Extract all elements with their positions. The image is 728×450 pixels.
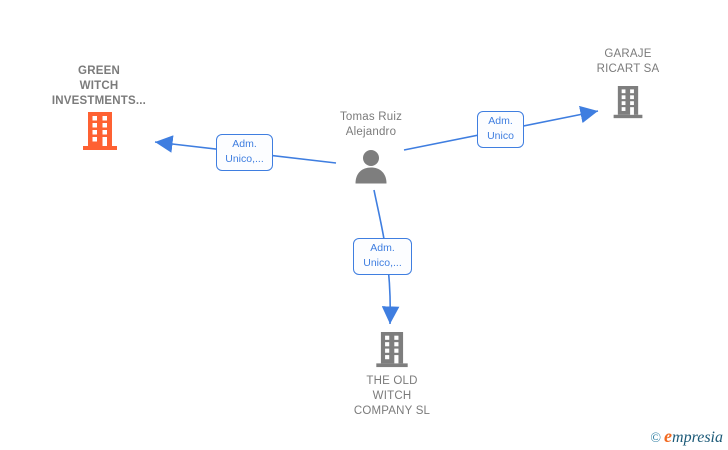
empresia-logo: ©empresia bbox=[650, 426, 723, 447]
person-icon bbox=[353, 149, 389, 189]
node-label-person: Tomas Ruiz Alejandro bbox=[339, 111, 403, 138]
node-label-green-witch: GREEN WITCH INVESTMENTS... bbox=[51, 65, 147, 107]
copyright-icon: © bbox=[650, 431, 662, 446]
edge-label-adm-unico-garaje[interactable]: Adm. Unico bbox=[477, 111, 524, 148]
building-icon bbox=[375, 332, 409, 373]
node-label-garaje-ricart: GARAJE RICART SA bbox=[596, 48, 660, 75]
brand-name: mpresia bbox=[672, 429, 723, 446]
node-label-old-witch: THE OLD WITCH COMPANY SL bbox=[353, 375, 431, 417]
building-icon bbox=[83, 112, 117, 156]
brand-lead-letter: e bbox=[664, 426, 673, 446]
building-icon bbox=[612, 86, 644, 124]
edge-label-adm-unico-old-witch[interactable]: Adm. Unico,... bbox=[353, 238, 412, 275]
edge-label-adm-unico-green-witch[interactable]: Adm. Unico,... bbox=[216, 134, 273, 171]
